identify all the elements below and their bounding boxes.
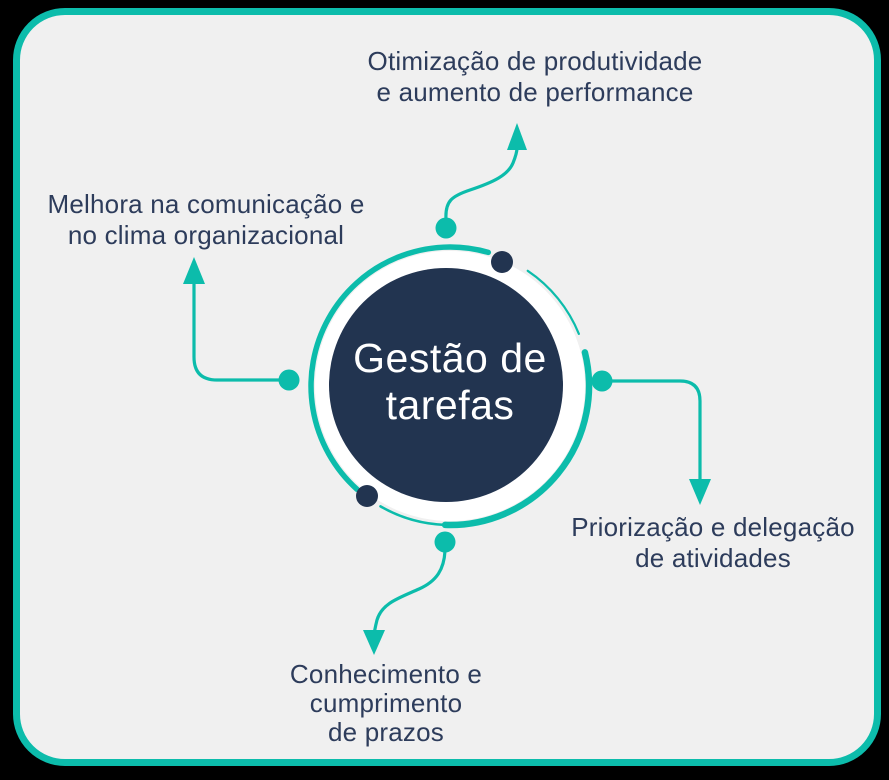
label-left: Melhora na comunicação e no clima organi…	[48, 189, 365, 251]
label-right: Priorização e delegação de atividades	[571, 512, 855, 574]
connector-left-line	[192, 279, 283, 382]
ring-arc-thin-top-right	[526, 269, 580, 335]
ring-arc-bottom-right	[441, 349, 593, 529]
label-right-line1: Priorização e delegação	[571, 512, 855, 542]
connector-bottom	[363, 531, 456, 655]
label-bottom-line3: de prazos	[328, 717, 444, 747]
center-title: Gestão de tarefas	[353, 335, 547, 429]
arrow-up-icon	[507, 123, 527, 150]
ring-arc-thin-bottom-left	[379, 505, 447, 527]
connector-right-dot	[591, 370, 613, 392]
label-top: Otimização de produtividade e aumento de…	[368, 46, 703, 108]
label-right-line2: de atividades	[635, 543, 791, 573]
connector-top	[435, 123, 527, 239]
label-bottom-line1: Conhecimento e	[289, 659, 483, 689]
arrow-down-icon	[689, 479, 711, 505]
ring-dot-top-right	[491, 251, 513, 273]
connector-right	[591, 370, 711, 505]
connector-top-dot	[435, 217, 457, 239]
ring-dot-bottom-left	[356, 485, 378, 507]
label-bottom-line2: cumprimento	[309, 688, 463, 718]
label-bottom: Conhecimento e cumprimento de prazos	[290, 660, 482, 747]
label-top-line2: e aumento de performance	[376, 77, 694, 107]
connector-right-line	[608, 379, 702, 482]
connector-left	[183, 257, 300, 391]
connector-bottom-dot	[434, 531, 456, 553]
arrow-down-icon	[363, 630, 385, 655]
label-left-line1: Melhora na comunicação e	[47, 189, 365, 219]
connector-top-line	[444, 146, 519, 221]
arrow-up-icon	[183, 257, 205, 284]
center-title-line2: tarefas	[385, 382, 515, 428]
connector-bottom-line	[372, 549, 447, 639]
label-top-line1: Otimização de produtividade	[367, 46, 703, 76]
center-title-line1: Gestão de	[353, 335, 547, 381]
label-left-line2: no clima organizacional	[67, 220, 345, 250]
ring-arc-main	[308, 244, 492, 493]
connector-left-dot	[278, 369, 300, 391]
center-circle	[329, 268, 563, 502]
